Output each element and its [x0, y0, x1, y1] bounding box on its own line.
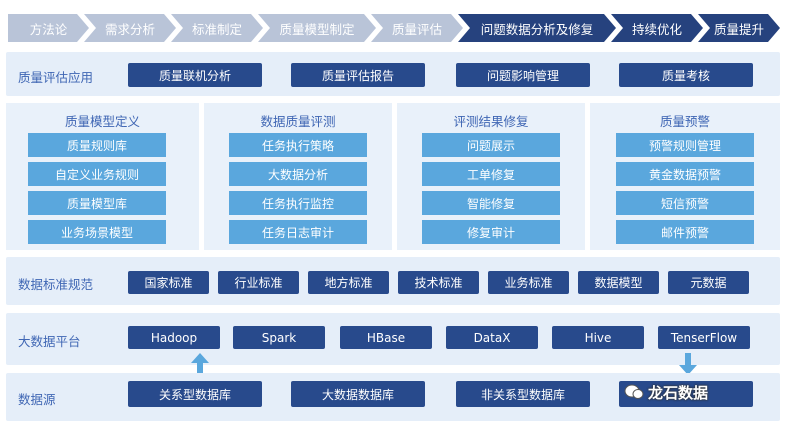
panel-item: 黄金数据预警: [616, 162, 754, 186]
step-requirement-analysis: 需求分析: [84, 14, 176, 42]
panel-quality-test: 数据质量评测 任务执行策略 大数据分析 任务执行监控 任务日志审计: [204, 103, 392, 250]
panel-title: 质量模型定义: [64, 114, 140, 129]
panel-item: 工单修复: [422, 162, 560, 186]
sources-label: 数据源: [18, 392, 56, 407]
app-impact: 问题影响管理: [456, 63, 590, 87]
panel-item: 智能修复: [422, 191, 560, 215]
standard-local: 地方标准: [308, 271, 389, 294]
panel-result-repair: 评测结果修复 问题展示 工单修复 智能修复 修复审计: [397, 103, 585, 250]
platform-spark: Spark: [233, 326, 325, 349]
platform-datax: DataX: [446, 326, 538, 349]
app-assessment: 质量考核: [619, 63, 753, 87]
app-olap: 质量联机分析: [128, 63, 262, 87]
panel-title: 质量预警: [659, 114, 710, 129]
panel-item: 任务日志审计: [229, 220, 367, 244]
panel-item: 业务场景模型: [28, 220, 166, 244]
step-methodology: 方法论: [8, 14, 89, 42]
panel-item: 大数据分析: [229, 162, 367, 186]
chat-bubble-icon: [624, 384, 644, 399]
platform-hive: Hive: [552, 326, 644, 349]
panel-item: 任务执行策略: [229, 133, 367, 157]
panel-item: 自定义业务规则: [28, 162, 166, 186]
step-continuous-optimization: 持续优化: [611, 14, 703, 42]
standard-business: 业务标准: [488, 271, 569, 294]
panel-item: 邮件预警: [616, 220, 754, 244]
standard-technical: 技术标准: [398, 271, 479, 294]
source-bigdata-db: 大数据数据库: [291, 381, 425, 407]
panel-item: 预警规则管理: [616, 133, 754, 157]
panel-item: 问题展示: [422, 133, 560, 157]
standard-metadata: 元数据: [668, 271, 749, 294]
step-quality-model: 质量模型制定: [258, 14, 376, 42]
step-quality-evaluation: 质量评估: [371, 14, 463, 42]
standard-data-model: 数据模型: [578, 271, 659, 294]
panel-item: 质量规则库: [28, 133, 166, 157]
panel-title: 评测结果修复: [453, 114, 529, 129]
standard-national: 国家标准: [128, 271, 209, 294]
standards-label: 数据标准规范: [18, 277, 94, 292]
platform-hadoop: Hadoop: [128, 326, 220, 349]
watermark: 龙石数据: [648, 384, 709, 402]
arrow-up-icon: [191, 353, 209, 375]
platform-hbase: HBase: [340, 326, 432, 349]
panel-item: 任务执行监控: [229, 191, 367, 215]
panel-item: 修复审计: [422, 220, 560, 244]
source-relational-db: 关系型数据库: [128, 381, 262, 407]
panel-item: 质量模型库: [28, 191, 166, 215]
arrow-down-icon: [679, 353, 697, 375]
app-report: 质量评估报告: [291, 63, 425, 87]
panel-model-definition: 质量模型定义 质量规则库 自定义业务规则 质量模型库 业务场景模型: [6, 103, 199, 250]
step-quality-improvement: 质量提升: [698, 14, 780, 42]
apps-label: 质量评估应用: [18, 70, 94, 85]
panel-title: 数据质量评测: [260, 114, 336, 129]
source-nosql-db: 非关系型数据库: [456, 381, 590, 407]
step-problem-analysis: 问题数据分析及修复: [458, 14, 616, 42]
panel-item: 短信预警: [616, 191, 754, 215]
panel-quality-warning: 质量预警 预警规则管理 黄金数据预警 短信预警 邮件预警: [590, 103, 780, 250]
standard-industry: 行业标准: [218, 271, 299, 294]
platform-label: 大数据平台: [18, 334, 81, 349]
step-standard-setting: 标准制定: [171, 14, 263, 42]
standards-band: [6, 257, 780, 305]
platform-tenserflow: TenserFlow: [658, 326, 750, 349]
